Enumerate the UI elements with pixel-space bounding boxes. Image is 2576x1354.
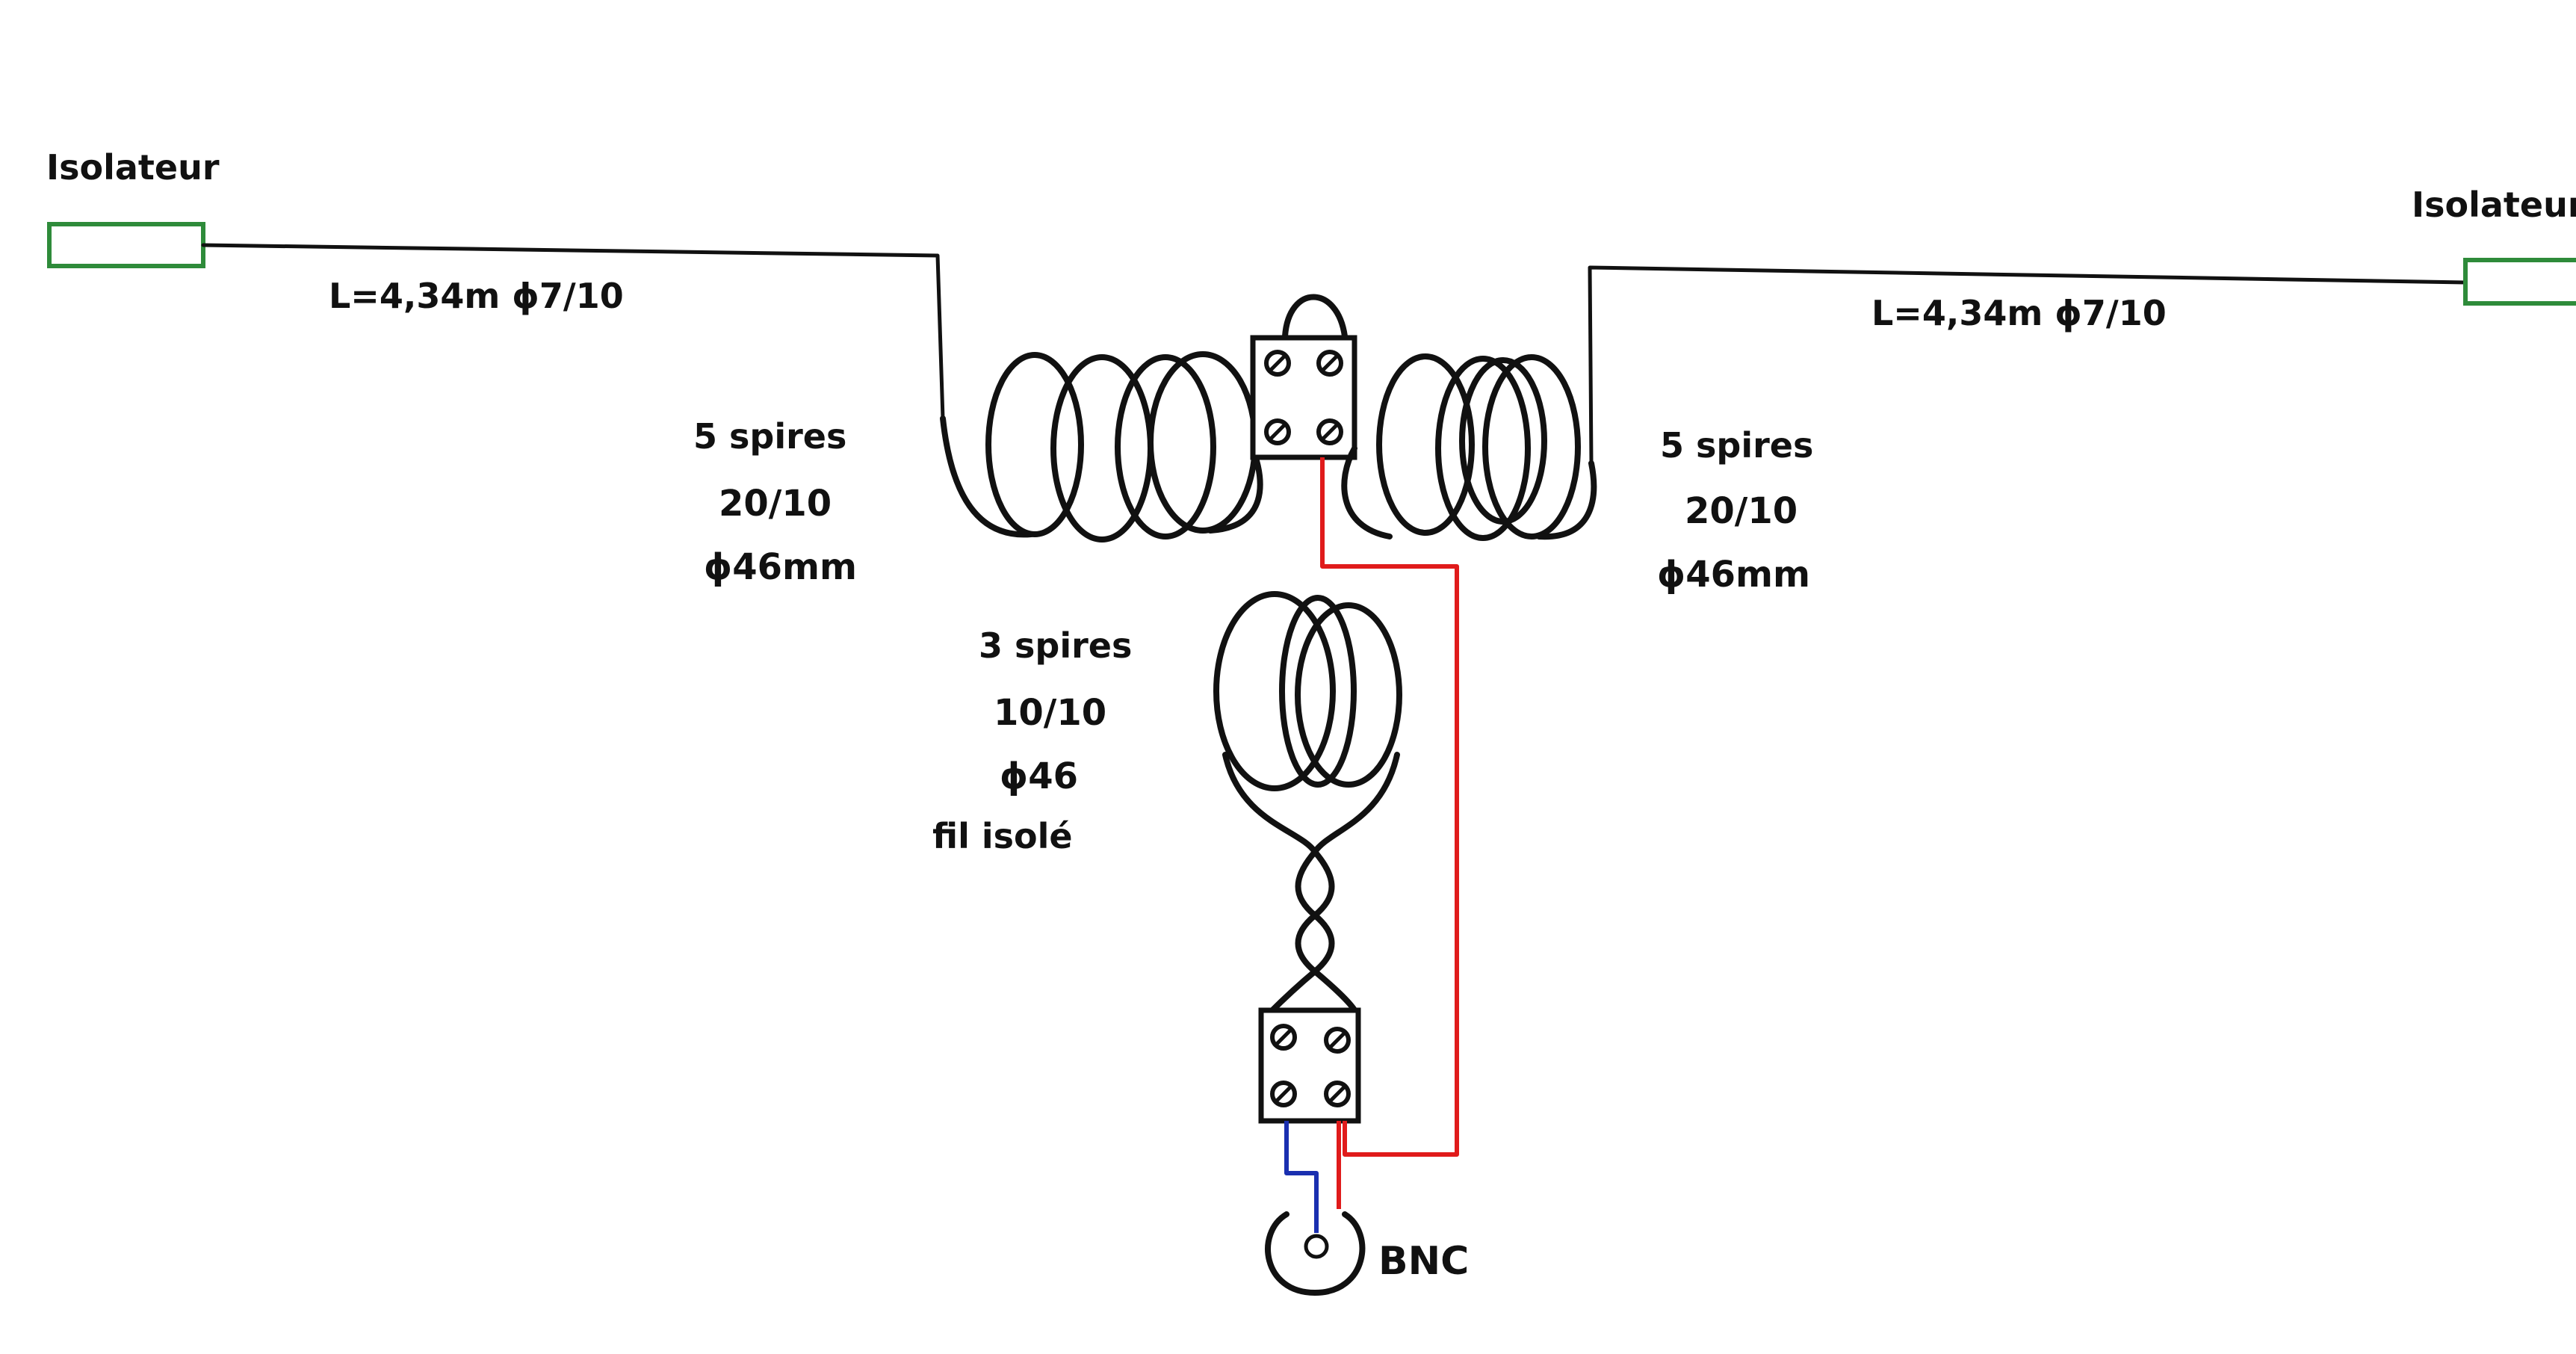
top-terminal-block xyxy=(1250,294,1357,460)
right-insulator-label: Isolateur xyxy=(2412,185,2576,225)
left-insulator-label: Isolateur xyxy=(46,147,220,188)
bottom-terminal-block xyxy=(1258,1007,1361,1124)
left-coil xyxy=(940,351,1263,542)
svg-text:fil isolé: fil isolé xyxy=(932,816,1073,856)
svg-text:20/10: 20/10 xyxy=(1685,490,1798,532)
twisted-pair xyxy=(1267,849,1359,1016)
right-insulator xyxy=(2463,258,2576,306)
svg-text:ϕ46mm: ϕ46mm xyxy=(1657,554,1810,596)
svg-text:5 spires: 5 spires xyxy=(693,416,846,457)
svg-text:ϕ46mm: ϕ46mm xyxy=(704,546,857,588)
svg-text:5 spires: 5 spires xyxy=(1660,425,1813,466)
left-coil-label: 5 spires 20/10 ϕ46mm xyxy=(693,416,857,588)
right-coil xyxy=(1341,353,1597,541)
right-antenna-wire xyxy=(1588,265,2468,466)
coupling-coil-label: 3 spires 10/10 ϕ46 fil isolé xyxy=(932,625,1132,856)
right-coil-label: 5 spires 20/10 ϕ46mm xyxy=(1657,425,1813,596)
red-feed-wire xyxy=(1320,457,1459,1157)
bnc-connector xyxy=(1265,1211,1366,1296)
svg-text:ϕ46: ϕ46 xyxy=(1000,755,1078,797)
left-wire-label: L=4,34m ϕ7/10 xyxy=(329,276,624,316)
svg-text:3 spires: 3 spires xyxy=(979,625,1132,666)
left-insulator xyxy=(47,222,205,268)
svg-text:20/10: 20/10 xyxy=(719,483,832,525)
right-wire-label: L=4,34m ϕ7/10 xyxy=(1871,293,2167,333)
coupling-coil xyxy=(1213,591,1402,855)
blue-center-wire xyxy=(1284,1121,1319,1233)
svg-text:10/10: 10/10 xyxy=(994,692,1106,734)
left-antenna-wire xyxy=(201,243,945,421)
bnc-label: BNC xyxy=(1378,1239,1469,1284)
